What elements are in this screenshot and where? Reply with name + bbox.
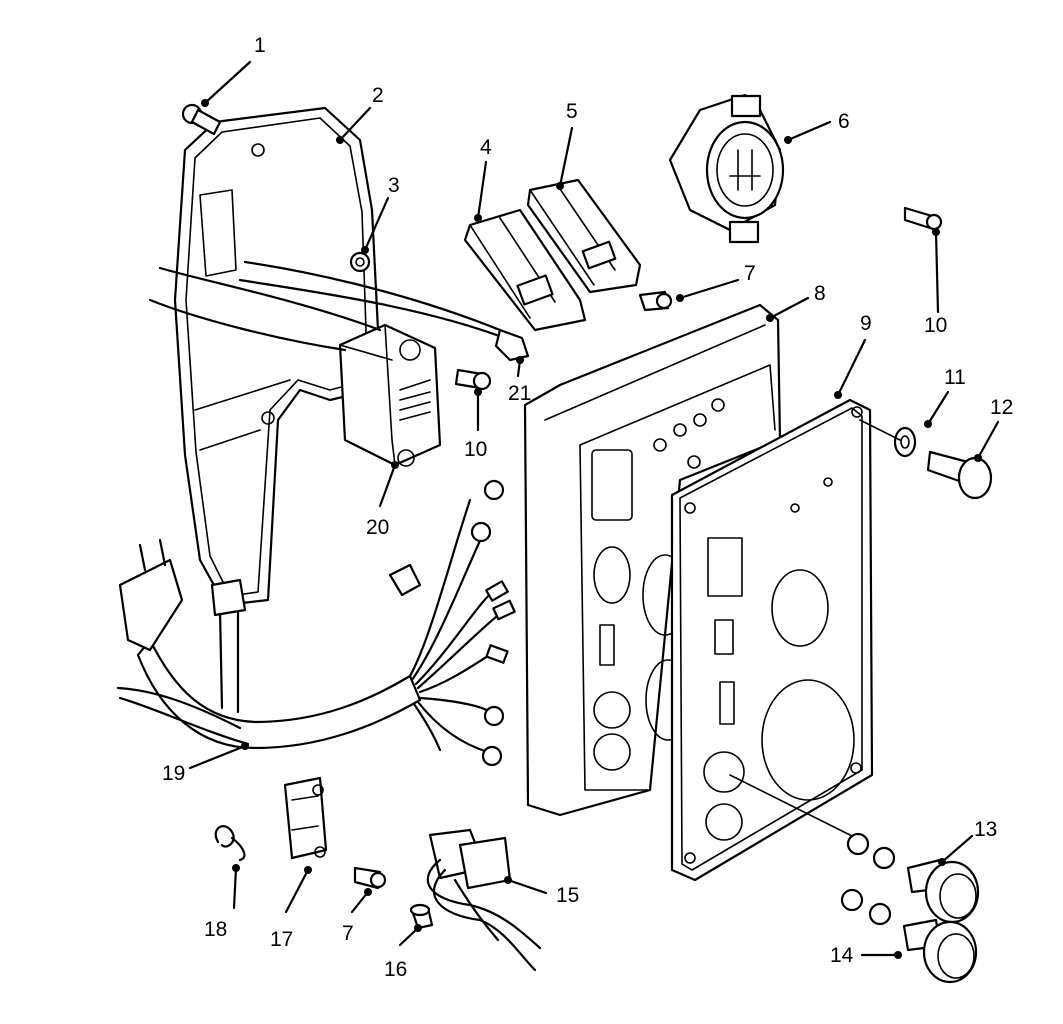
callout-10-upper: 10 (924, 314, 947, 337)
callout-7-lower: 7 (342, 922, 354, 945)
callout-12: 12 (990, 396, 1013, 419)
transformer-part (148, 260, 512, 467)
wiring-harness-part (116, 479, 516, 767)
bracket-part-17 (283, 776, 328, 860)
callout-8: 8 (814, 282, 826, 305)
callout-20: 20 (366, 516, 389, 539)
switch-part-15 (426, 828, 542, 972)
callout-1: 1 (254, 34, 266, 57)
callout-6: 6 (838, 110, 850, 133)
callout-labels: 1 2 3 4 5 6 7 7 8 9 10 10 11 12 13 14 15… (162, 34, 1013, 981)
callout-19: 19 (162, 762, 185, 785)
callout-10-middle: 10 (464, 438, 487, 461)
callout-13: 13 (974, 818, 997, 841)
screw-part-7-upper (638, 290, 673, 312)
leader-lines (188, 60, 1000, 957)
receptacle-part-6 (668, 93, 785, 244)
wire-clip-part-18 (214, 825, 246, 862)
callout-16: 16 (384, 958, 407, 981)
callout-15: 15 (556, 884, 579, 907)
washer-part-11 (893, 426, 917, 458)
callout-14: 14 (830, 944, 854, 967)
face-plate-part-9 (670, 398, 874, 882)
front-housing-part-8 (523, 303, 782, 817)
callout-17: 17 (270, 928, 293, 951)
callout-21: 21 (508, 382, 531, 405)
callout-5: 5 (566, 100, 578, 123)
terminal-connector-part (494, 328, 530, 362)
callout-4: 4 (480, 136, 492, 159)
clip-part-4 (463, 208, 587, 332)
callout-7-upper: 7 (744, 262, 756, 285)
screw-part-10-upper (903, 206, 943, 231)
callout-11: 11 (944, 366, 966, 389)
callout-3: 3 (388, 174, 400, 197)
knob-part-14 (840, 888, 978, 984)
callout-18: 18 (204, 918, 227, 941)
leader-dots (201, 99, 982, 959)
bolt-part-1 (181, 103, 222, 136)
screw-part-10-middle (454, 368, 492, 391)
bolt-part-12 (859, 419, 993, 500)
cap-part-16 (409, 903, 434, 930)
callout-2: 2 (372, 84, 384, 107)
nut-part-3 (349, 251, 371, 273)
back-bracket-part (173, 106, 380, 607)
clip-part-5 (526, 178, 642, 294)
callout-9: 9 (860, 312, 872, 335)
screw-part-7-lower (353, 866, 387, 890)
